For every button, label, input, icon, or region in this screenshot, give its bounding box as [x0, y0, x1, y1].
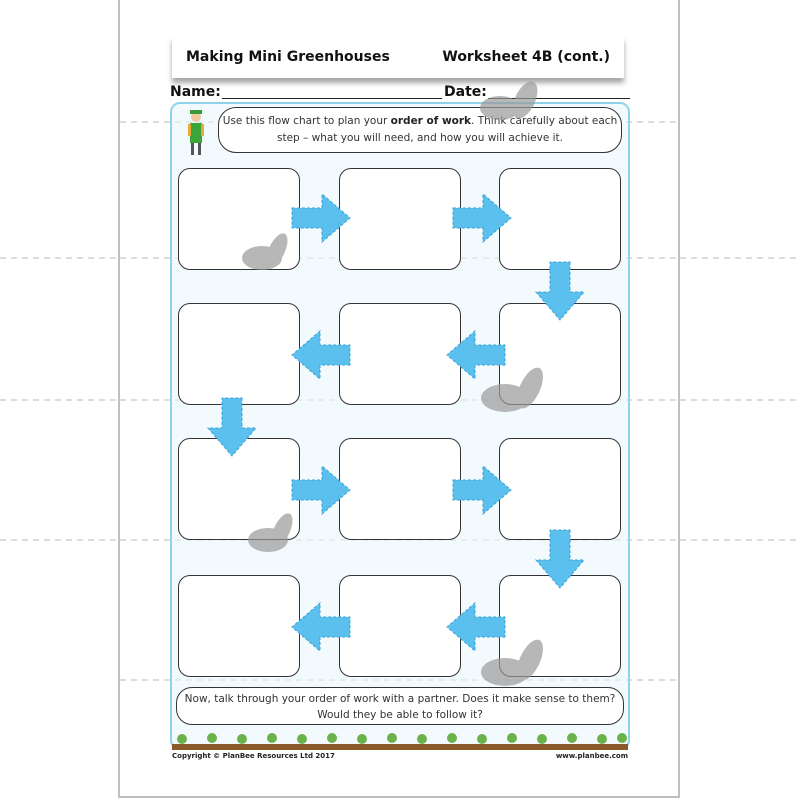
arrow-right-icon [291, 193, 351, 243]
arrow-left-icon [291, 602, 351, 652]
step-box-6[interactable] [178, 303, 300, 405]
closing-line-2: Would they be able to follow it? [317, 709, 483, 721]
arrow-right-icon [291, 465, 351, 515]
arrow-right-icon [452, 193, 512, 243]
step-box-5[interactable] [339, 303, 461, 405]
worksheet-header: Making Mini Greenhouses Worksheet 4B (co… [172, 36, 624, 78]
arrow-down-icon [535, 529, 585, 589]
closing-prompt: Now, talk through your order of work wit… [176, 687, 624, 725]
step-box-8[interactable] [339, 438, 461, 540]
step-box-9[interactable] [499, 438, 621, 540]
arrow-left-icon [446, 330, 506, 380]
arrow-left-icon [446, 602, 506, 652]
website-link[interactable]: www.planbee.com [555, 752, 628, 760]
date-label: Date: [444, 84, 487, 100]
copyright-text: Copyright © PlanBee Resources Ltd 2017 [172, 752, 335, 760]
name-field[interactable] [222, 98, 442, 99]
instruction-text: Use this flow chart to plan your [222, 115, 391, 127]
name-label: Name: [170, 84, 221, 100]
arrow-left-icon [291, 330, 351, 380]
name-date-row: Name: Date: [170, 84, 630, 100]
closing-line-1: Now, talk through your order of work wit… [184, 693, 616, 705]
worksheet-number: Worksheet 4B (cont.) [442, 49, 610, 65]
bee-watermark-icon [242, 81, 543, 686]
arrow-right-icon [452, 465, 512, 515]
gardener-illustration [188, 110, 204, 155]
plant-border-decoration [172, 733, 628, 750]
step-box-2[interactable] [339, 168, 461, 270]
step-box-11[interactable] [339, 575, 461, 677]
date-field[interactable] [488, 98, 630, 99]
instruction-emphasis: order of work [390, 115, 472, 127]
arrow-down-icon [535, 261, 585, 321]
worksheet-title: Making Mini Greenhouses [186, 49, 390, 65]
arrow-down-icon [207, 397, 257, 457]
